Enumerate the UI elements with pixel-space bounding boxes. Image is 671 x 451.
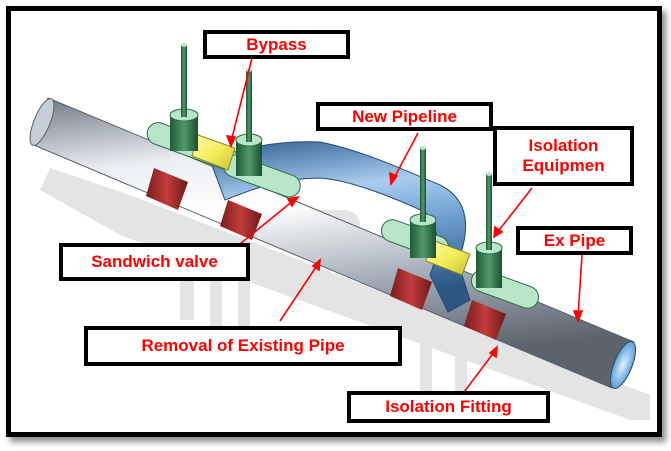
label-ex-pipe: Ex Pipe [516,226,633,255]
label-sandwich-valve: Sandwich valve [59,243,250,281]
isolation-fittings [146,168,506,340]
arrow-isolation-fitting [463,350,496,393]
arrow-ex-pipe [577,254,583,317]
label-isolation-equipment: Isolation Equipmen [493,126,634,186]
label-removal-existing-pipe: Removal of Existing Pipe [84,326,402,366]
new-pipeline [209,141,471,313]
label-isolation-fitting: Isolation Fitting [347,391,550,423]
arrow-removal-pipe [279,263,319,322]
arrow-bypass [230,57,253,143]
label-new-pipeline: New Pipeline [316,102,493,131]
arrow-isolation-equipment [495,187,533,235]
callout-arrows [223,57,584,393]
label-bypass: Bypass [203,30,350,59]
valve-assembly-left [146,43,301,198]
arrow-new-pipeline [392,132,419,181]
valve-assembly-right [380,146,540,309]
ground-shadow [40,168,650,420]
